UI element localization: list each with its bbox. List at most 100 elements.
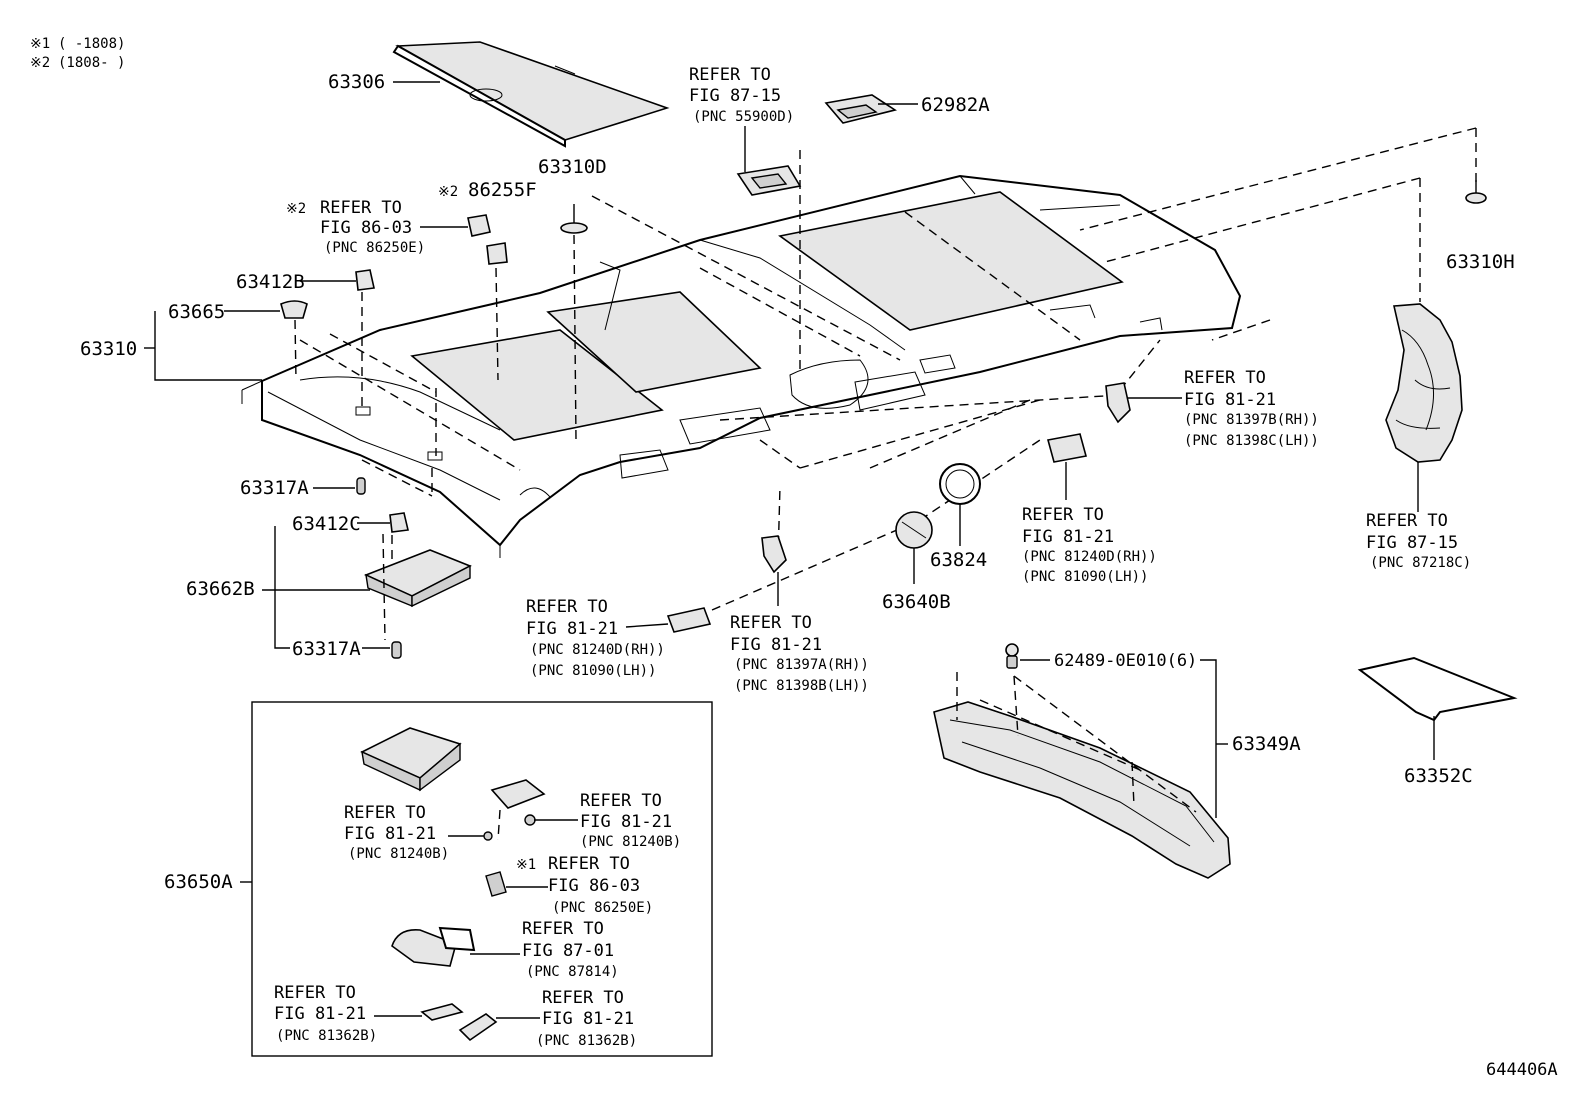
svg-text:(PNC 81240B): (PNC 81240B) [348,846,449,862]
ring-63824 [939,463,981,505]
svg-text:FIG 81-21: FIG 81-21 [274,1004,366,1024]
svg-text:REFER TO: REFER TO [320,198,402,218]
note-1-mark: ※1 [30,36,50,52]
svg-text:FIG 87-15: FIG 87-15 [1366,533,1458,553]
label-63412B: 63412B [236,271,305,293]
svg-text:REFER TO: REFER TO [344,803,426,823]
clip-81397A [761,535,787,574]
svg-text:REFER TO: REFER TO [542,988,624,1008]
label-62982A: 62982A [921,94,990,116]
svg-text:REFER TO: REFER TO [274,983,356,1003]
lamp-62982A [824,94,897,124]
label-86255F: 86255F [468,179,537,201]
ref-fig-81-21-midleft: REFER TO FIG 81-21 (PNC 81240D(RH)) (PNC… [526,597,665,679]
svg-text:(PNC 81090(LH)): (PNC 81090(LH)) [1022,569,1148,585]
svg-text:FIG 81-21: FIG 81-21 [580,812,672,832]
legend-notes: ※1 ( -1808) ※2 (1808- ) [30,36,125,71]
assembly-box-63650A [251,701,713,1057]
box-bulb [524,814,536,826]
box-bulb-small [483,831,493,841]
clip-81397B [1105,382,1131,424]
headliner-63310 [241,174,1242,558]
svg-text:REFER TO: REFER TO [1022,505,1104,525]
roof-panel-63306 [392,41,670,148]
svg-text:FIG 87-01: FIG 87-01 [522,941,614,961]
lamp-81240D-left [666,607,712,633]
svg-text:REFER TO: REFER TO [1184,368,1266,388]
ref-fig-86-03-top: ※2 REFER TO FIG 86-03 (PNC 86250E) [286,198,425,256]
label-63310D: 63310D [538,156,607,178]
ref-box-86-03: ※1 REFER TO FIG 86-03 (PNC 86250E) [516,854,653,916]
pad-63352C [1357,656,1518,722]
dashed-leaders [294,127,1477,611]
mark-86255F: ※2 [438,184,458,200]
svg-text:FIG 81-21: FIG 81-21 [1184,390,1276,410]
label-63310: 63310 [80,338,137,360]
svg-text:REFER TO: REFER TO [730,613,812,633]
ref-box-87-01: REFER TO FIG 87-01 (PNC 87814) [522,919,619,980]
svg-text:(PNC 81240D(RH)): (PNC 81240D(RH)) [1022,549,1157,565]
svg-text:FIG 81-21: FIG 81-21 [526,619,618,639]
svg-text:(PNC 55900D): (PNC 55900D) [693,109,794,125]
note-2-text: (1808- ) [58,55,125,71]
label-63824: 63824 [930,549,987,571]
note-1-text: ( -1808) [58,36,125,52]
svg-text:REFER TO: REFER TO [522,919,604,939]
svg-text:(PNC 81397A(RH)): (PNC 81397A(RH)) [734,657,869,673]
assist-rail-63349A [933,672,1231,879]
svg-text:REFER TO: REFER TO [689,65,771,85]
ref-fig-87-15-top: REFER TO FIG 87-15 (PNC 55900D) [689,65,794,125]
box-switch [485,871,507,897]
label-63317A-bottom: 63317A [292,638,361,660]
svg-text:(PNC 87218C): (PNC 87218C) [1370,555,1471,571]
svg-text:FIG 87-15: FIG 87-15 [689,86,781,106]
svg-text:(PNC 81398B(LH)): (PNC 81398B(LH)) [734,678,869,694]
cap-63665 [280,300,308,319]
ref-fig-87-15-right: REFER TO FIG 87-15 (PNC 87218C) [1366,511,1471,571]
box-lamp-d [458,1013,498,1042]
label-63306: 63306 [328,71,385,93]
svg-text:(PNC 81240B): (PNC 81240B) [580,834,681,850]
label-63352C: 63352C [1404,765,1473,787]
label-63640B: 63640B [882,591,951,613]
ref-box-81-21-a: REFER TO FIG 81-21 (PNC 81240B) [344,803,449,862]
ref-fig-81-21-midright: REFER TO FIG 81-21 (PNC 81240D(RH)) (PNC… [1022,505,1157,585]
label-63650A: 63650A [164,871,233,893]
svg-text:(PNC 81397B(RH)): (PNC 81397B(RH)) [1184,412,1319,428]
box-lens-cover [391,926,476,967]
cap-63640B [895,511,933,549]
svg-text:(PNC 81362B): (PNC 81362B) [276,1028,377,1044]
box-lamp-c [420,1003,464,1021]
screw-63317A-top [356,477,366,495]
clip-62489-0E010 [1005,643,1019,669]
lamp-81240D-right [1046,433,1088,463]
svg-text:FIG 81-21: FIG 81-21 [542,1009,634,1029]
screw-63317A-bottom [391,641,402,659]
ref-box-81-21-c: REFER TO FIG 81-21 (PNC 81362B) [274,983,377,1044]
svg-text:FIG 86-03: FIG 86-03 [320,218,412,238]
svg-text:FIG 86-03: FIG 86-03 [548,876,640,896]
label-62489-0E010: 62489-0E010(6) [1054,651,1197,671]
clip-63310D [560,204,588,234]
svg-text:(PNC 81398C(LH)): (PNC 81398C(LH)) [1184,433,1319,449]
label-63665: 63665 [168,301,225,323]
ref-box-81-21-d: REFER TO FIG 81-21 (PNC 81362B) [536,988,637,1049]
box-lamp-base [490,779,546,809]
box-lamp-housing [360,727,462,792]
svg-text:(PNC 81090(LH)): (PNC 81090(LH)) [530,663,656,679]
duct-87218C [1385,303,1463,463]
svg-text:※1: ※1 [516,857,536,873]
svg-text:(PNC 87814): (PNC 87814) [526,964,619,980]
svg-text:FIG 81-21: FIG 81-21 [1022,527,1114,547]
svg-text:※2: ※2 [286,201,306,217]
label-63412C: 63412C [292,513,361,535]
ref-fig-81-21-right: REFER TO FIG 81-21 (PNC 81397B(RH)) (PNC… [1184,368,1319,449]
label-63310H: 63310H [1446,251,1515,273]
svg-text:(PNC 81240D(RH)): (PNC 81240D(RH)) [530,642,665,658]
svg-text:REFER TO: REFER TO [548,854,630,874]
svg-text:REFER TO: REFER TO [1366,511,1448,531]
svg-text:FIG 81-21: FIG 81-21 [730,635,822,655]
label-63349A: 63349A [1232,733,1301,755]
bracket-86255F [486,242,508,265]
